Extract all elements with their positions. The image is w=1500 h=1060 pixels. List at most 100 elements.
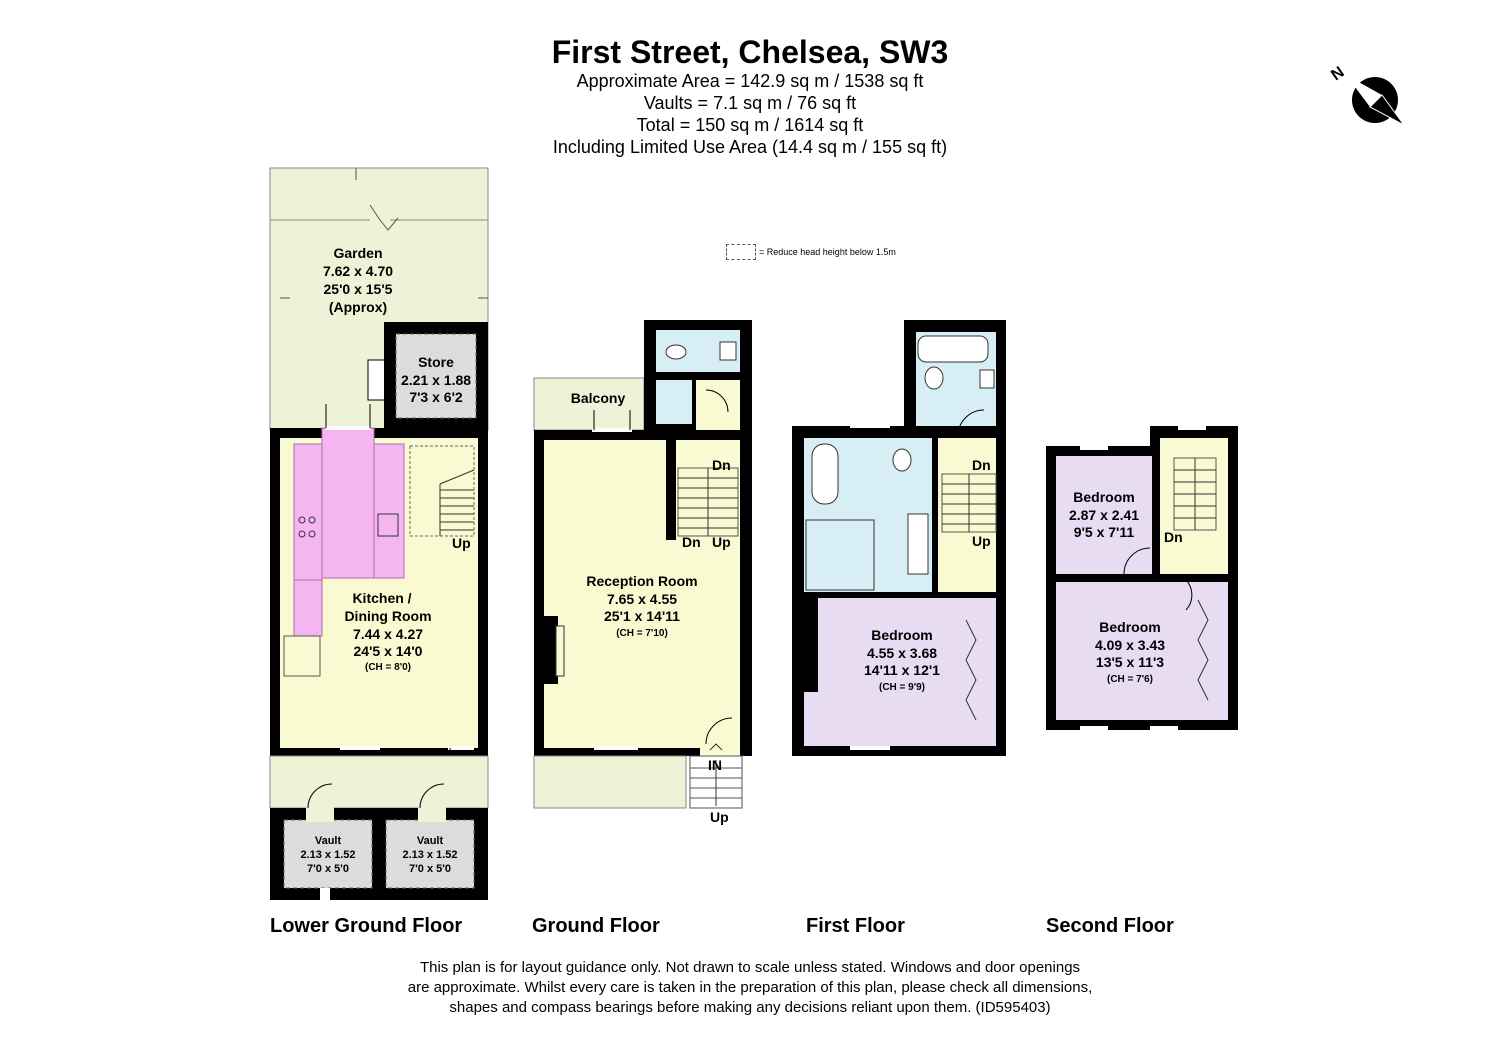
- second-floor-stairs: [1173, 457, 1217, 531]
- svg-text:Up: Up: [712, 534, 731, 550]
- svg-text:(CH = 7'10): (CH = 7'10): [616, 628, 668, 639]
- area-line-total: Total = 150 sq m / 1614 sq ft: [636, 115, 864, 135]
- svg-text:2.21 x 1.88: 2.21 x 1.88: [401, 372, 471, 388]
- svg-text:7'0 x 5'0: 7'0 x 5'0: [409, 863, 451, 875]
- dashed-box-icon: [726, 244, 756, 260]
- garden-door-icon: [325, 404, 371, 428]
- bedroom-second-small-label: Bedroom 2.87 x 2.41 9'5 x 7'11: [1069, 489, 1139, 540]
- toilet-icon: [924, 366, 944, 390]
- toilet-icon: [665, 344, 687, 360]
- svg-text:Dn: Dn: [972, 457, 991, 473]
- legend-text: = Reduce head height below 1.5m: [759, 247, 896, 257]
- svg-text:25'1 x 14'11: 25'1 x 14'11: [604, 608, 680, 624]
- svg-text:2.13 x 1.52: 2.13 x 1.52: [402, 849, 457, 861]
- disclaimer-line: shapes and compass bearings before makin…: [449, 999, 1051, 1016]
- svg-text:IN: IN: [708, 757, 722, 773]
- kitchen-island: [321, 427, 375, 579]
- svg-text:Garden: Garden: [333, 245, 382, 261]
- wardrobe-icon: [965, 619, 977, 721]
- garden-label: Garden 7.62 x 4.70 25'0 x 15'5 (Approx): [323, 245, 393, 315]
- svg-text:Up: Up: [972, 533, 991, 549]
- second-stair-dn-label: Dn: [1164, 529, 1183, 545]
- svg-text:Dining Room: Dining Room: [344, 608, 431, 624]
- bath-icon: [917, 335, 989, 363]
- svg-text:4.55 x 3.68: 4.55 x 3.68: [867, 645, 937, 661]
- ground-floor-window: [594, 746, 638, 750]
- compass-icon: N: [1328, 64, 1405, 126]
- svg-text:7.62 x 4.70: 7.62 x 4.70: [323, 263, 393, 279]
- svg-text:4.09 x 3.43: 4.09 x 3.43: [1095, 637, 1165, 653]
- vault-2-label: Vault 2.13 x 1.52 7'0 x 5'0: [402, 835, 457, 875]
- bath-icon: [811, 443, 839, 505]
- area-line-vaults: Vaults = 7.1 sq m / 76 sq ft: [643, 93, 857, 113]
- floor-label-first: First Floor: [806, 915, 905, 937]
- svg-text:Kitchen /: Kitchen /: [352, 590, 411, 606]
- plan-header: First Street, Chelsea, SW3 Approximate A…: [400, 34, 1100, 158]
- svg-text:Vault: Vault: [417, 835, 444, 847]
- second-floor-plan: Dn Bedroom 2.87 x 2.41 9'5 x 7'11 Bedroo…: [1046, 426, 1238, 730]
- entrance-steps: [689, 743, 743, 809]
- ground-floor-plan: Balcony Reception Room 7.65 x 4.55 25'1 …: [533, 320, 752, 825]
- floor-label-lower-ground: Lower Ground Floor: [270, 915, 463, 937]
- disclaimer-line: This plan is for layout guidance only. N…: [419, 959, 1081, 976]
- store-label: Store 2.21 x 1.88 7'3 x 6'2: [401, 354, 471, 405]
- area-line-limited-use: Including Limited Use Area (14.4 sq m / …: [552, 137, 948, 157]
- floor-label-second: Second Floor: [1046, 915, 1174, 937]
- shower-icon: [805, 519, 875, 591]
- bedroom-second-small: [1056, 456, 1152, 574]
- hob-icon: [298, 516, 316, 538]
- svg-text:7.44 x 4.27: 7.44 x 4.27: [353, 626, 423, 642]
- first-stair-labels: Dn Up: [972, 457, 991, 549]
- svg-text:Dn: Dn: [712, 457, 731, 473]
- head-height-legend: = Reduce head height below 1.5m: [726, 244, 896, 260]
- svg-text:Dn: Dn: [682, 534, 701, 550]
- lower-ground-window: [340, 746, 380, 750]
- svg-text:7.65 x 4.55: 7.65 x 4.55: [607, 591, 677, 607]
- first-floor-stairs: [941, 473, 997, 533]
- svg-text:25'0 x 15'5: 25'0 x 15'5: [324, 281, 393, 297]
- vault-2: [385, 819, 475, 889]
- svg-text:24'5 x 14'0: 24'5 x 14'0: [354, 643, 423, 659]
- toilet-icon: [892, 448, 912, 472]
- svg-text:7'0 x 5'0: 7'0 x 5'0: [307, 863, 349, 875]
- vault-1-label: Vault 2.13 x 1.52 7'0 x 5'0: [300, 835, 355, 875]
- disclaimer: This plan is for layout guidance only. N…: [330, 958, 1170, 1018]
- first-floor-plan: Dn Up Bedroom 4.55 x 3.68 14'11 x 12'1 (…: [792, 320, 1006, 756]
- ground-floor-stairs: [677, 467, 739, 537]
- area-line-approx: Approximate Area = 142.9 sq m / 1538 sq …: [576, 71, 924, 91]
- svg-text:9'5 x 7'11: 9'5 x 7'11: [1074, 524, 1135, 540]
- bedroom-first: [804, 598, 996, 746]
- svg-text:Bedroom: Bedroom: [1099, 619, 1160, 635]
- svg-text:(CH = 7'6): (CH = 7'6): [1107, 674, 1153, 685]
- disclaimer-line: are approximate. Whilst every care is ta…: [407, 979, 1093, 996]
- ground-stair-labels: Dn Dn Up IN Up: [682, 457, 731, 825]
- wardrobe-icon: [1197, 599, 1209, 701]
- svg-text:Bedroom: Bedroom: [871, 627, 932, 643]
- svg-text:(CH = 9'9): (CH = 9'9): [879, 682, 925, 693]
- svg-text:Bedroom: Bedroom: [1073, 489, 1134, 505]
- bedroom-first-label: Bedroom 4.55 x 3.68 14'11 x 12'1 (CH = 9…: [864, 627, 940, 693]
- basin-icon: [907, 513, 929, 575]
- store-door-icon: [367, 359, 384, 401]
- svg-text:7'3 x 6'2: 7'3 x 6'2: [409, 389, 463, 405]
- svg-text:13'5 x 11'3: 13'5 x 11'3: [1096, 654, 1164, 670]
- svg-text:2.87 x 2.41: 2.87 x 2.41: [1069, 507, 1139, 523]
- property-title: First Street, Chelsea, SW3: [551, 34, 949, 70]
- table-icon: [283, 635, 321, 677]
- svg-text:Store: Store: [418, 354, 454, 370]
- svg-text:Vault: Vault: [315, 835, 342, 847]
- floor-label-ground: Ground Floor: [532, 915, 660, 937]
- basin-icon: [979, 369, 995, 389]
- lower-ground-stairs: [409, 445, 475, 537]
- svg-text:Reception Room: Reception Room: [586, 573, 697, 589]
- store-room: [395, 333, 477, 419]
- balcony-area: [533, 377, 645, 431]
- fireplace-icon: [555, 625, 565, 677]
- svg-text:(Approx): (Approx): [329, 299, 387, 315]
- lower-ground-floor-plan: Garden 7.62 x 4.70 25'0 x 15'5 (Approx) …: [269, 167, 489, 900]
- reception-label: Reception Room 7.65 x 4.55 25'1 x 14'11 …: [586, 573, 697, 639]
- lower-ground-stair-up-label: Up: [452, 535, 471, 551]
- balcony-label: Balcony: [571, 390, 626, 406]
- vault-1: [283, 819, 373, 889]
